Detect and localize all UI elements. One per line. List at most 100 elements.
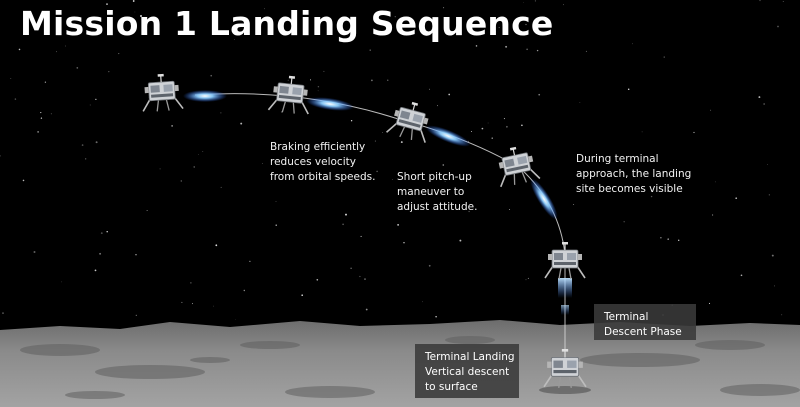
crater (285, 386, 375, 398)
star (491, 137, 493, 139)
lander-1 (139, 71, 227, 114)
star (106, 230, 108, 233)
star (240, 122, 243, 125)
star (323, 70, 325, 72)
star (220, 186, 222, 188)
star (768, 194, 770, 196)
star (758, 96, 761, 99)
pitch-up-note-line-2: maneuver to (397, 186, 465, 198)
star (403, 241, 405, 244)
terminal-landing-line-1: Terminal Landing (425, 351, 515, 363)
star (193, 166, 195, 168)
braking-note-line-2: reduces velocity (270, 156, 356, 168)
star (444, 181, 446, 182)
star (435, 316, 437, 318)
star (437, 105, 439, 107)
star (525, 23, 527, 26)
star (0, 155, 1, 157)
star (631, 43, 633, 45)
pitch-up-note-line-3: adjust attitude. (397, 201, 478, 213)
star (693, 131, 695, 134)
star (422, 301, 423, 303)
star (391, 179, 393, 180)
star (275, 224, 277, 226)
star (708, 302, 711, 304)
lander-7 (539, 348, 591, 394)
surface-craters (20, 336, 800, 399)
star (714, 181, 716, 183)
approach-note-line-1: During terminal (576, 153, 659, 165)
terminal-descent-line-2: Descent Phase (604, 326, 682, 338)
braking-note-line-1: Braking efficiently (270, 141, 366, 153)
star (81, 144, 84, 146)
star (627, 88, 630, 91)
star (202, 151, 204, 153)
star (767, 164, 768, 165)
star (509, 209, 511, 211)
star (287, 79, 289, 81)
star (89, 104, 91, 106)
star (376, 170, 378, 173)
star (526, 48, 528, 51)
star (33, 251, 36, 253)
star (663, 56, 665, 58)
star (18, 48, 21, 51)
lander-6 (561, 305, 569, 315)
star (487, 122, 489, 124)
star (99, 252, 102, 255)
star (371, 79, 373, 82)
star (44, 81, 47, 83)
star (369, 49, 371, 51)
star (309, 79, 312, 81)
star (303, 28, 305, 30)
star (198, 154, 199, 155)
star (220, 112, 222, 114)
star (2, 312, 4, 314)
star (740, 274, 743, 277)
star (190, 282, 192, 284)
star (667, 238, 669, 240)
star (191, 303, 193, 305)
star (40, 117, 43, 119)
star (140, 15, 142, 17)
star (95, 141, 98, 144)
star (735, 197, 738, 200)
star (428, 88, 431, 90)
star (505, 45, 508, 48)
star (641, 131, 643, 133)
star (573, 204, 575, 205)
star (135, 314, 137, 317)
star (771, 254, 774, 257)
star (459, 239, 462, 242)
star (50, 113, 52, 115)
star (777, 25, 779, 28)
braking-note: Braking efficiently reduces velocity fro… (270, 140, 375, 185)
crater (65, 391, 125, 399)
crater (695, 340, 765, 350)
star (471, 131, 472, 132)
star (37, 131, 39, 133)
crater (20, 344, 100, 356)
star (334, 175, 337, 177)
star (76, 67, 79, 69)
terminal-descent-box: Terminal Descent Phase (594, 304, 696, 340)
star (235, 319, 236, 320)
braking-note-line-3: from orbital speeds. (270, 171, 376, 183)
star (781, 314, 783, 316)
crater (580, 353, 700, 367)
star (527, 277, 529, 279)
star (481, 127, 484, 130)
star (40, 112, 42, 114)
starfield (0, 0, 784, 320)
star (506, 125, 508, 128)
terminal-landing-line-2: Vertical descent (425, 366, 510, 378)
star (271, 32, 273, 35)
star (316, 278, 319, 281)
star (364, 278, 366, 280)
star (774, 285, 775, 287)
star (525, 279, 527, 281)
star (100, 232, 103, 235)
star (10, 78, 12, 79)
star (382, 132, 383, 134)
terminal-landing-line-3: to surface (425, 381, 478, 393)
